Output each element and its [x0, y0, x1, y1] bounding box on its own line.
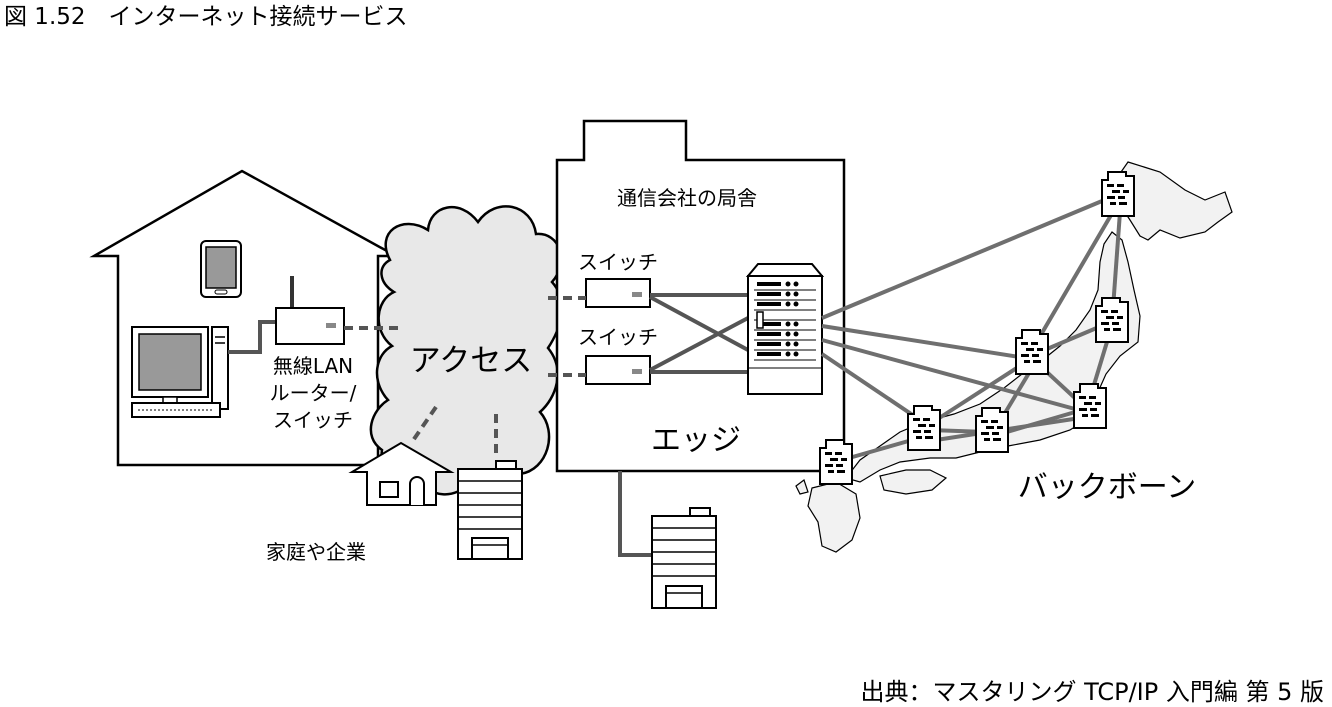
access-label: アクセス	[410, 343, 532, 379]
switch-router-links	[649, 293, 749, 374]
tablet-icon	[200, 240, 242, 298]
switch-top-icon	[585, 278, 651, 308]
backbone-label: バックボーン	[1018, 470, 1197, 505]
desktop-computer-icon	[131, 326, 229, 418]
wireless-router-label-line1: 無線LAN	[273, 354, 353, 378]
edge-label: エッジ	[651, 423, 741, 458]
switch-bottom-icon	[585, 355, 651, 385]
wireless-router-label-line2: ルーター/	[270, 381, 357, 405]
backbone-node-chugoku	[907, 405, 941, 451]
switch-top-label: スイッチ	[578, 250, 658, 274]
access-cloud	[369, 205, 563, 496]
computer-router-cable	[228, 320, 276, 354]
switch-bottom-label: スイッチ	[578, 325, 658, 349]
edge-office-building-icon	[651, 507, 717, 609]
backbone-node-hokkaido	[1101, 171, 1135, 217]
backbone-node-hokuriku	[1015, 329, 1049, 375]
figure-title: 図 1.52 インターネット接続サービス	[4, 4, 408, 30]
small-house-access-link	[410, 405, 438, 444]
carrier-office-label: 通信会社の局舎	[617, 186, 757, 210]
wireless-router-label-line3: スイッチ	[273, 408, 353, 432]
office-building-icon	[457, 460, 523, 560]
home-business-label: 家庭や企業	[266, 540, 366, 564]
edge-router-icon	[745, 263, 825, 395]
small-house-icon	[348, 441, 455, 506]
edge-building-cable	[618, 471, 652, 557]
source-caption: 出典：マスタリング TCP/IP 入門編 第 5 版	[860, 678, 1324, 706]
